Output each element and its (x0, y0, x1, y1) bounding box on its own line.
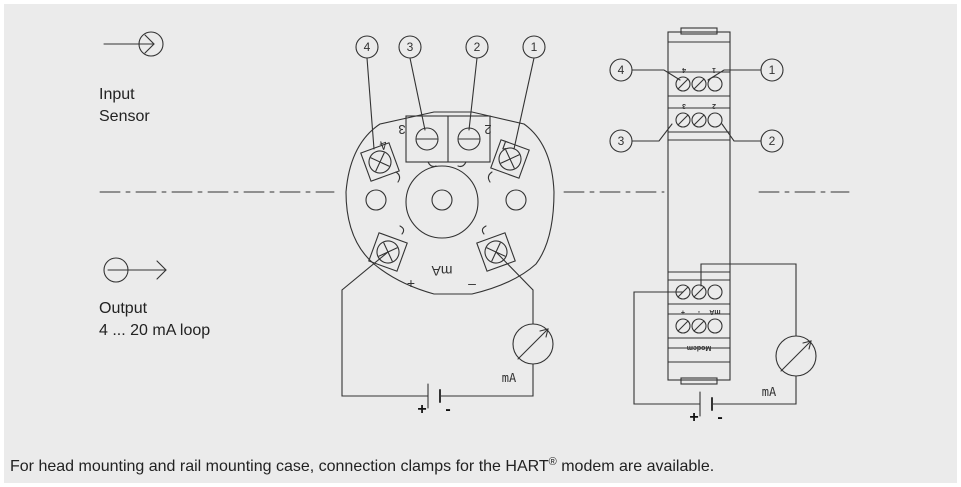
head-terminal-4: 4 (378, 137, 390, 154)
head-callout-4: 4 (364, 40, 371, 54)
head-callout-3: 3 (407, 40, 414, 54)
head-terminal-numbers: 4 3 2 1 mA + – mA + - (378, 122, 517, 418)
wiring-diagram: 4 3 2 1 4 3 2 1 mA + – mA + - 4 1 3 2 4 … (99, 27, 850, 426)
rail-callout-numbers: 4 1 3 2 (618, 63, 776, 148)
rail-battery-minus: - (717, 409, 722, 426)
output-symbol-icon (103, 257, 167, 283)
rail-battery-plus: + (689, 409, 698, 426)
footer-note: For head mounting and rail mounting case… (10, 456, 714, 478)
head-callout-2: 2 (474, 40, 481, 54)
head-ma-label: mA (431, 263, 453, 279)
input-symbol-icon (103, 31, 164, 57)
rail-callouts (609, 58, 784, 153)
output-label-line2: 4 ... 20 mA loop (99, 322, 211, 339)
input-label: Input Sensor (99, 84, 150, 128)
head-callouts (355, 35, 546, 150)
head-battery-plus: + (417, 401, 426, 418)
head-terminal-2: 2 (484, 122, 491, 137)
rail-transmitter (667, 27, 731, 385)
rail-loop-wiring (633, 263, 817, 417)
rail-terminal-2: 2 (712, 102, 716, 109)
input-label-line1: Input (99, 86, 135, 103)
rail-callout-1: 1 (769, 63, 776, 77)
rail-terminal-plus: + (681, 308, 685, 315)
rail-callout-3: 3 (618, 134, 625, 148)
rail-meter-label: mA (762, 385, 777, 399)
head-transmitter (345, 111, 555, 295)
head-meter-label: mA (502, 371, 517, 385)
output-label-line1: Output (99, 300, 148, 317)
head-terminal-1: 1 (498, 137, 510, 154)
head-plus-label: + (407, 275, 415, 291)
rail-terminal-4: 4 (682, 66, 686, 73)
footer-text-after: modem are available. (556, 458, 715, 475)
output-label: Output 4 ... 20 mA loop (99, 298, 210, 342)
head-callout-numbers: 4 3 2 1 (364, 40, 538, 54)
diagram-panel: 4 3 2 1 4 3 2 1 mA + – mA + - 4 1 3 2 4 … (4, 4, 957, 483)
rail-terminal-3: 3 (682, 102, 686, 109)
footer-text-before: For head mounting and rail mounting case… (10, 458, 549, 475)
head-terminal-3: 3 (398, 122, 405, 137)
rail-terminal-1: 1 (712, 66, 716, 73)
head-loop-wiring (341, 251, 554, 409)
head-battery-minus: - (445, 401, 450, 418)
head-callout-1: 1 (531, 40, 538, 54)
footer-registered-mark: ® (548, 456, 557, 468)
input-label-line2: Sensor (99, 108, 150, 125)
rail-terminal-labels: 4 1 3 2 + - mA Modem mA + - (681, 66, 777, 426)
head-minus-label: – (468, 275, 476, 291)
rail-modem-label: Modem (687, 344, 712, 351)
rail-callout-4: 4 (618, 63, 625, 77)
rail-terminal-ma: mA (709, 308, 720, 315)
rail-callout-2: 2 (769, 134, 776, 148)
rail-terminal-minus: - (697, 308, 700, 315)
